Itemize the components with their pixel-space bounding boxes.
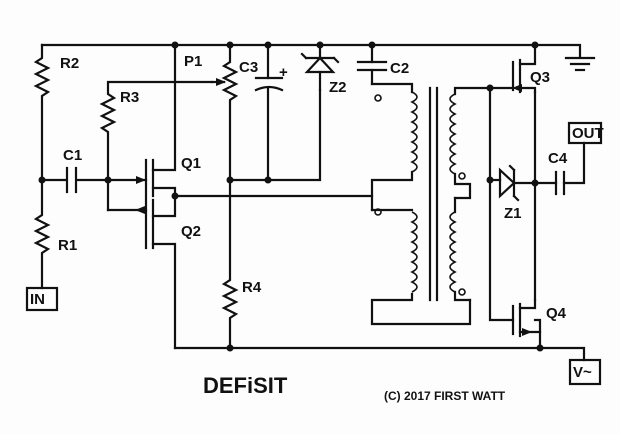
q4-transistor xyxy=(511,298,542,350)
p1-potentiometer xyxy=(210,43,239,182)
label-z2: Z2 xyxy=(329,79,347,96)
label-c3-plus: + xyxy=(279,64,288,81)
input-port-label: IN xyxy=(30,291,45,308)
c1-capacitor xyxy=(65,166,78,194)
output-port-label: OUT xyxy=(572,125,604,142)
label-r1: R1 xyxy=(58,237,77,254)
r2-resistor xyxy=(33,43,51,182)
bias-node-wire xyxy=(228,88,322,182)
z1-zener-diode xyxy=(488,164,537,202)
label-q2: Q2 xyxy=(181,223,201,240)
top-rail-wire xyxy=(40,43,582,58)
label-r4: R4 xyxy=(242,279,262,296)
label-z1: Z1 xyxy=(504,205,522,222)
output-port-box xyxy=(567,121,603,145)
supply-port-box xyxy=(568,358,602,386)
label-q3: Q3 xyxy=(530,69,550,86)
label-c2: C2 xyxy=(390,60,409,77)
junction-dots xyxy=(38,41,544,352)
ground-icon xyxy=(564,56,596,72)
c3-capacitor xyxy=(254,43,284,182)
source-node-wire xyxy=(173,194,374,212)
r1-resistor xyxy=(33,178,51,290)
q1-transistor xyxy=(136,43,177,198)
label-q4: Q4 xyxy=(546,305,567,322)
c4-capacitor xyxy=(533,141,586,196)
q2-transistor xyxy=(135,194,177,350)
label-c1: C1 xyxy=(63,147,82,164)
input-port-box xyxy=(25,286,59,312)
transformer xyxy=(370,82,492,326)
label-p1: P1 xyxy=(184,53,202,70)
schematic-title: DEFiSIT xyxy=(203,373,288,398)
label-c3: C3 xyxy=(239,59,258,76)
q3-transistor xyxy=(488,43,537,94)
label-r3: R3 xyxy=(120,89,139,106)
bottom-rail-wire xyxy=(173,346,586,362)
copyright-text: (C) 2017 FIRST WATT xyxy=(384,389,506,403)
c2-capacitor xyxy=(356,43,388,102)
supply-port-label: V~ xyxy=(573,364,592,381)
label-r2: R2 xyxy=(60,55,79,72)
r4-resistor xyxy=(221,178,239,350)
r3-resistor xyxy=(99,80,214,212)
gate-drive-wire xyxy=(488,86,515,322)
label-c4: C4 xyxy=(548,150,568,167)
label-q1: Q1 xyxy=(181,155,201,172)
